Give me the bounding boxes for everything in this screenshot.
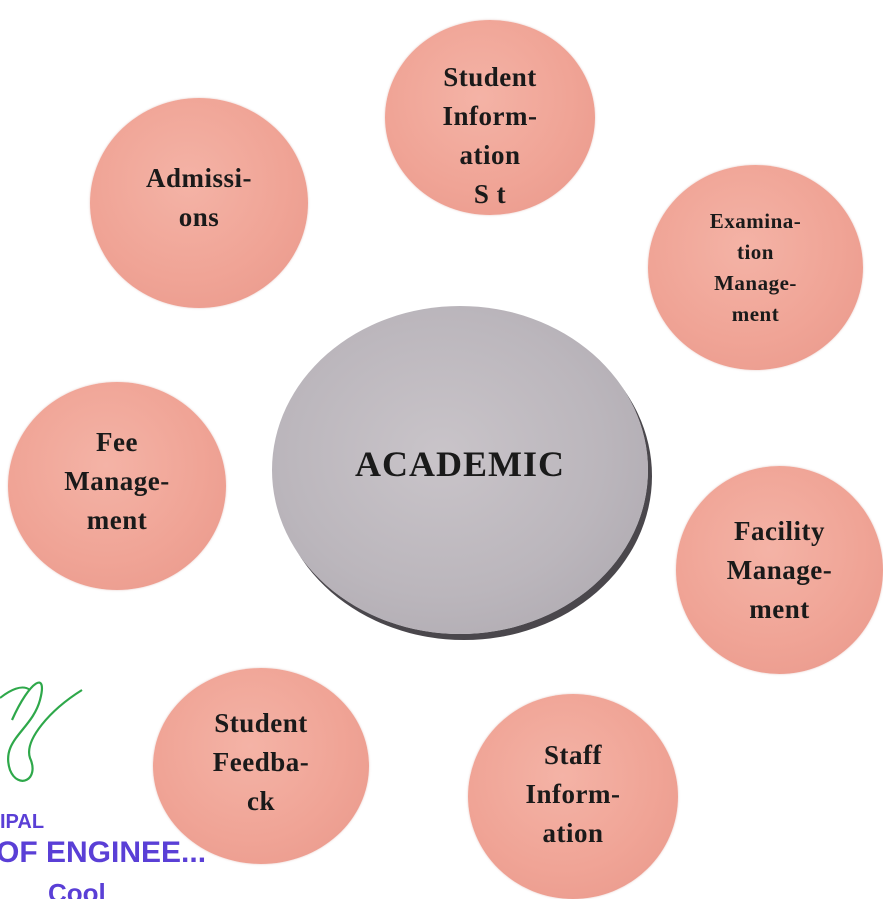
stamp-line-3: Cool xyxy=(48,878,106,899)
academic-hub: ACADEMIC xyxy=(272,306,648,634)
node-admissions: Admissi- ons xyxy=(90,98,308,308)
staff-line-2: Inform- xyxy=(525,779,621,809)
student-information-line-4: S t xyxy=(473,178,507,209)
node-student-information-system: Student Inform- ation S t xyxy=(385,20,595,215)
fee-line-2: Manage- xyxy=(64,465,170,496)
node-student-feedback: Student Feedba- ck xyxy=(153,668,369,864)
examination-line-3: Manage- xyxy=(714,270,797,295)
facility-line-2: Manage- xyxy=(726,554,833,585)
stamp-line-2: OF ENGINEE... xyxy=(0,836,206,869)
fee-line-3: ment xyxy=(86,504,148,535)
student-information-line-3: ation xyxy=(459,139,521,170)
admissions-line-1: Admissi- xyxy=(145,163,252,193)
facility-line-3: ment xyxy=(749,593,810,624)
feedback-line-1: Student xyxy=(214,707,308,738)
node-staff-information: Staff Inform- ation xyxy=(468,694,678,899)
student-information-line-1: Student xyxy=(443,61,537,92)
facility-line-1: Facility xyxy=(734,515,825,546)
examination-line-4: ment xyxy=(731,301,780,326)
principal-stamp: IPAL OF ENGINEE... Cool xyxy=(0,640,260,899)
fee-line-1: Fee xyxy=(96,426,138,457)
academic-label: ACADEMIC xyxy=(355,444,565,484)
signature-mark: IPAL OF ENGINEE... Cool xyxy=(0,681,206,899)
feedback-line-2: Feedba- xyxy=(212,746,310,777)
staff-line-1: Staff xyxy=(543,740,602,770)
feedback-line-3: ck xyxy=(246,785,275,816)
node-examination-management: Examina- tion Manage- ment xyxy=(648,165,863,370)
node-facility-management: Facility Manage- ment xyxy=(676,466,883,674)
node-fee-management: Fee Manage- ment xyxy=(8,382,226,590)
staff-line-3: ation xyxy=(542,818,604,848)
admissions-line-2: ons xyxy=(178,202,220,232)
stamp-line-1: IPAL xyxy=(0,811,44,833)
examination-line-1: Examina- xyxy=(709,208,802,233)
student-information-line-2: Inform- xyxy=(442,100,538,131)
examination-line-2: tion xyxy=(736,239,774,264)
